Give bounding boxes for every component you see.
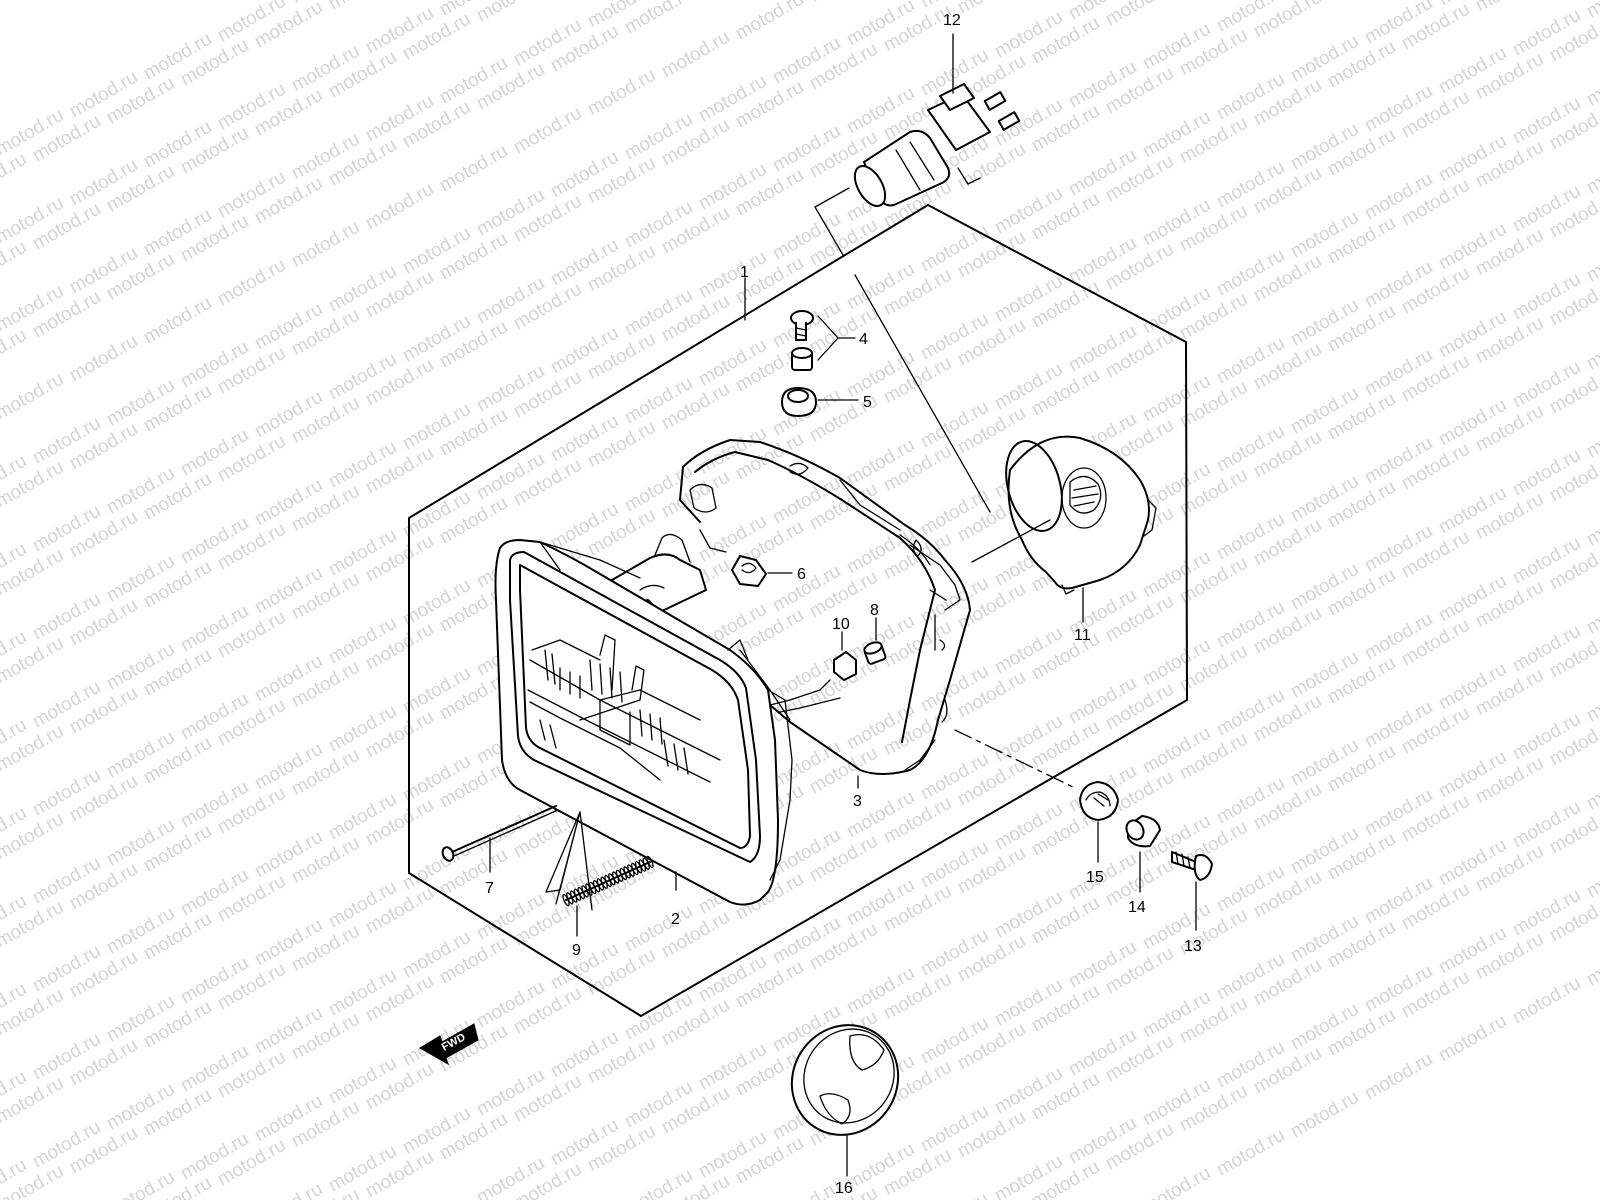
grommet-15[interactable] <box>1079 781 1119 821</box>
spring-coil <box>646 855 654 869</box>
callout-6: 6 <box>797 566 806 583</box>
callout-16: 16 <box>835 1180 853 1197</box>
nut-10[interactable] <box>833 651 857 681</box>
reflector-16[interactable] <box>771 1005 919 1155</box>
callout-15: 15 <box>1086 869 1104 886</box>
callout-4: 4 <box>859 331 868 348</box>
adjusting-screw-7[interactable] <box>441 805 559 862</box>
bulb-guide-line <box>814 187 850 256</box>
callout-5: 5 <box>863 394 872 411</box>
watermark-text: motod.ru <box>251 1179 326 1200</box>
watermark-text: motod.ru <box>732 0 807 44</box>
spring-screw-guide <box>545 811 581 905</box>
callout-11: 11 <box>1074 627 1091 644</box>
watermark-text: motod.ru <box>1583 319 1600 375</box>
watermark-text: motod.ru <box>1213 1125 1288 1181</box>
watermark-text: motod.ru <box>917 1189 992 1200</box>
clip-nut-6[interactable] <box>731 555 767 587</box>
watermark-text: motod.ru <box>0 237 30 293</box>
watermark-text: motod.ru <box>1583 143 1600 199</box>
watermark-text: motod.ru <box>288 217 363 273</box>
watermark-text: motod.ru <box>1102 0 1177 30</box>
watermark-text: motod.ru <box>510 103 585 159</box>
watermark-text: motod.ru <box>1509 973 1584 1029</box>
watermark-text: motod.ru <box>1287 1087 1362 1143</box>
watermark-text: motod.ru <box>1583 231 1600 287</box>
watermark-text: motod.ru <box>584 65 659 121</box>
watermark-text: motod.ru <box>1139 1163 1214 1200</box>
watermark-text: motod.ru <box>1583 935 1600 991</box>
fastener-guide-line <box>954 729 1076 789</box>
watermark-text: motod.ru <box>473 0 548 26</box>
grommet-5[interactable] <box>781 387 817 417</box>
bolt-13[interactable] <box>1171 851 1213 881</box>
watermark-text: motod.ru <box>436 141 511 197</box>
spring-coils <box>562 855 654 907</box>
watermark-text: motod.ru <box>1583 671 1600 727</box>
callout-7: 7 <box>485 880 494 897</box>
watermark-text: motod.ru <box>1583 495 1600 551</box>
housing-frame-3[interactable] <box>679 439 971 775</box>
watermark-text: motod.ru <box>769 1177 844 1200</box>
bulb-guide-line-2 <box>854 274 991 513</box>
callout-3: 3 <box>853 793 862 810</box>
watermark-text: motod.ru <box>658 27 733 83</box>
callout-8: 8 <box>870 602 879 619</box>
headlight-unit-2[interactable] <box>494 539 793 906</box>
watermark-text: motod.ru <box>1435 1011 1510 1067</box>
watermark-text: motod.ru <box>1472 0 1547 16</box>
watermark-text: motod.ru <box>362 179 437 235</box>
callout-2: 2 <box>671 911 680 928</box>
socket-guide-line <box>971 519 1051 563</box>
watermark-text: motod.ru <box>1583 55 1600 111</box>
watermark-text: motod.ru <box>806 0 881 6</box>
watermark-text: motod.ru <box>1583 583 1600 639</box>
callout-10: 10 <box>832 616 850 633</box>
screw-and-collar-4[interactable] <box>790 310 814 371</box>
watermark-text: motod.ru <box>325 0 400 14</box>
callout-12: 12 <box>943 12 961 29</box>
watermark-text: motod.ru <box>954 0 1029 18</box>
socket-cover-11[interactable] <box>997 435 1157 595</box>
watermark-text: motod.ru <box>1324 0 1399 4</box>
watermark-text: motod.ru <box>214 255 289 311</box>
callout-9: 9 <box>572 942 581 959</box>
watermark-text: motod.ru <box>0 369 67 425</box>
watermark-text: motod.ru <box>1583 759 1600 815</box>
watermark-text: motod.ru <box>1361 1049 1436 1105</box>
assembly-box-outline <box>408 204 1188 1017</box>
watermark-text: motod.ru <box>0 325 30 381</box>
watermark-text: motod.ru <box>140 293 215 349</box>
callout-1: 1 <box>740 264 749 281</box>
watermark-text: motod.ru <box>66 331 141 387</box>
collar-8[interactable] <box>863 640 887 665</box>
callout-13: 13 <box>1184 938 1202 955</box>
bulb-12[interactable] <box>849 83 1021 211</box>
watermark-text: motod.ru <box>1583 847 1600 903</box>
callout-14: 14 <box>1128 899 1146 916</box>
watermark-text: motod.ru <box>1583 407 1600 463</box>
collar-14[interactable] <box>1123 815 1161 848</box>
spring-9[interactable] <box>562 855 655 907</box>
watermark-text: motod.ru <box>0 149 30 205</box>
